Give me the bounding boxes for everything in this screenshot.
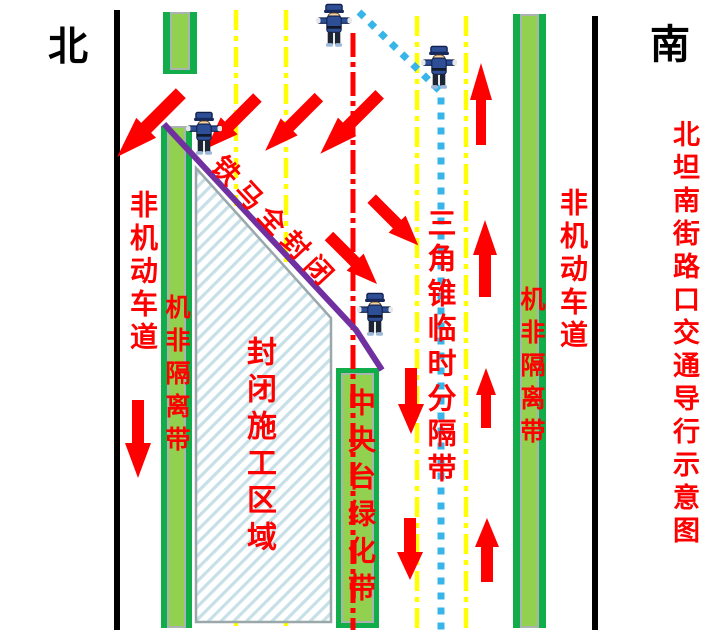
east-nonmotor-lane-label: 非机动车道 <box>556 188 587 353</box>
traffic-flow-arrow-down <box>125 400 151 478</box>
traffic-flow-arrow-up <box>470 63 492 145</box>
east-divider-strip <box>513 14 546 628</box>
west-road-edge-line <box>114 10 120 630</box>
police-officer <box>316 2 352 50</box>
construction-zone-area <box>194 164 333 624</box>
traffic-flow-arrow-down <box>397 518 423 580</box>
police-officer-icon <box>186 111 222 155</box>
cone-line-label: 三角锥临时分隔带 <box>423 208 455 488</box>
east-divider-label: 机非隔离带 <box>517 286 544 451</box>
traffic-flow-arrow-up <box>473 219 497 297</box>
police-officer-icon <box>421 45 457 89</box>
compass-south-label: 南 <box>650 23 690 67</box>
police-officer <box>357 291 393 339</box>
west-nonmotor-lane-label: 非机动车道 <box>126 190 157 355</box>
central-median-strip <box>336 368 379 628</box>
west-divider-label: 机非隔离带 <box>162 294 189 459</box>
traffic-flow-arrow-down <box>398 368 424 434</box>
compass-north-label: 北 <box>48 25 88 69</box>
traffic-flow-arrow-up <box>476 368 496 428</box>
police-officer <box>421 44 457 92</box>
police-officer <box>186 110 222 158</box>
central-median-label: 中央台绿化带 <box>344 388 375 610</box>
diagram-caption: 北坦南街路口交通导行示意图 <box>669 120 699 549</box>
east-road-edge-line <box>592 16 598 630</box>
traffic-flow-arrow-up <box>475 518 499 582</box>
police-officer-icon <box>357 292 393 336</box>
west-divider-strip <box>161 126 192 628</box>
north-median-strip <box>163 12 197 74</box>
barrier-line <box>161 121 385 372</box>
construction-zone-label: 封闭施工区域 <box>242 336 275 558</box>
police-officer-icon <box>316 3 352 47</box>
